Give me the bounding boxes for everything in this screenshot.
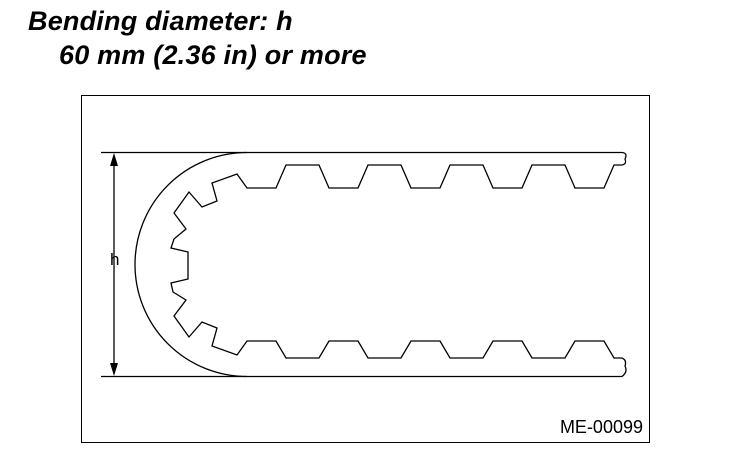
belt-bending-figure: h ME-00099 xyxy=(81,95,650,443)
caption-spec: 60 mm (2.36 in) or more xyxy=(59,40,367,70)
dimension-arrow-top xyxy=(110,153,118,166)
belt-toothed-edge xyxy=(170,164,622,359)
caption: Bending diameter: h 60 mm (2.36 in) or m… xyxy=(28,4,367,72)
dimension-arrow-bottom xyxy=(110,363,118,376)
belt-outer-edge xyxy=(134,151,627,378)
caption-title: Bending diameter: h xyxy=(28,6,293,36)
dimension-label-h: h xyxy=(110,250,120,269)
belt-drawing xyxy=(101,151,627,378)
figure-reference-code: ME-00099 xyxy=(559,417,643,437)
